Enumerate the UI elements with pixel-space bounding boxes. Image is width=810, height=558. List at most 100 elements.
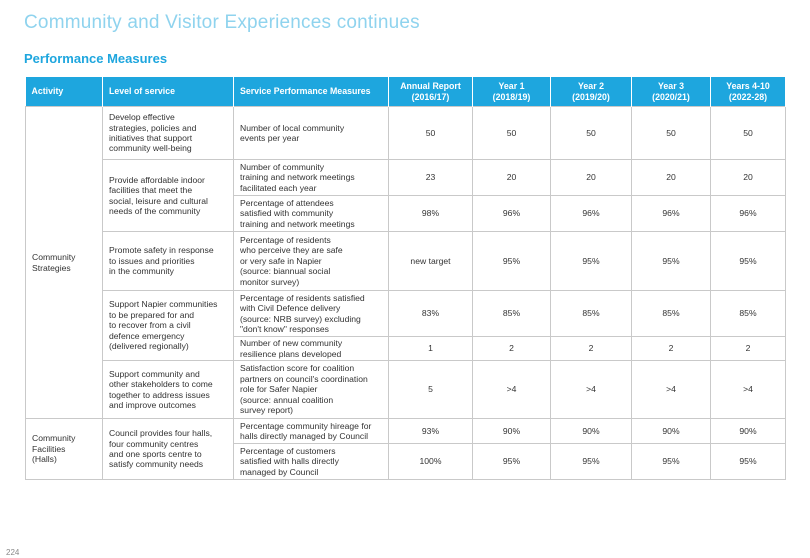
level-of-service-text: Support community and other stakeholders… xyxy=(109,368,213,410)
level-of-service-cell: Provide affordable indoor facilities tha… xyxy=(102,159,234,232)
level-of-service-text: Provide affordable indoor facilities tha… xyxy=(109,174,208,216)
value-cell: 95% xyxy=(472,231,551,291)
value-cell: 93% xyxy=(388,418,473,444)
value-cell: 20 xyxy=(710,159,786,196)
value-cell: new target xyxy=(388,231,473,291)
measure-cell: Percentage of residents satisfied with C… xyxy=(233,290,389,337)
value-cell: 5 xyxy=(388,360,473,419)
measure-text: Number of community training and network… xyxy=(240,161,355,193)
column-header-text: Level of service xyxy=(109,86,176,97)
activity-label: Community Facilities (Halls) xyxy=(32,433,76,465)
level-of-service-cell: Support Napier communities to be prepare… xyxy=(102,290,234,361)
measure-cell: Number of new community resilience plans… xyxy=(233,336,389,361)
value-cell: 20 xyxy=(472,159,551,196)
value-cell: 95% xyxy=(550,231,632,291)
activity-label: Community Strategies xyxy=(32,252,76,273)
value-cell: 50 xyxy=(550,106,632,160)
column-header-text: Activity xyxy=(31,86,64,97)
page-title: Community and Visitor Experiences contin… xyxy=(24,12,420,33)
value-cell: >4 xyxy=(550,360,632,419)
level-of-service-text: Support Napier communities to be prepare… xyxy=(109,299,218,352)
value-cell: 2 xyxy=(472,336,551,361)
value-cell: 90% xyxy=(472,418,551,444)
measure-text: Satisfaction score for coalition partner… xyxy=(240,363,368,416)
measure-text: Number of new community resilience plans… xyxy=(240,338,343,359)
column-header-text: Year 3 (2020/21) xyxy=(652,81,690,102)
level-of-service-text: Promote safety in response to issues and… xyxy=(109,245,214,277)
measure-text: Percentage of customers satisfied with h… xyxy=(240,445,339,477)
value-cell: 95% xyxy=(710,231,786,291)
value-cell: >4 xyxy=(631,360,711,419)
value-cell: 96% xyxy=(710,195,786,232)
measure-cell: Percentage of residents who perceive the… xyxy=(233,231,389,291)
value-cell: 83% xyxy=(388,290,473,337)
level-of-service-cell: Promote safety in response to issues and… xyxy=(102,231,234,291)
table-header-row: Activity Level of service Service Perfor… xyxy=(25,77,786,107)
measure-cell: Number of local community events per yea… xyxy=(233,106,389,160)
measure-cell: Number of community training and network… xyxy=(233,159,389,196)
value-cell: 95% xyxy=(472,443,551,480)
value-cell: 95% xyxy=(710,443,786,480)
column-header: Year 3 (2020/21) xyxy=(631,77,711,107)
level-of-service-cell: Support community and other stakeholders… xyxy=(102,360,234,419)
column-header: Service Performance Measures xyxy=(233,77,389,107)
measure-text: Percentage of attendees satisfied with c… xyxy=(240,197,355,229)
value-cell: 100% xyxy=(388,443,473,480)
value-cell: >4 xyxy=(710,360,786,419)
value-cell: 85% xyxy=(472,290,551,337)
performance-measures-table: Activity Level of service Service Perfor… xyxy=(25,77,786,480)
value-cell: 85% xyxy=(710,290,786,337)
table-row: Support community and other stakeholders… xyxy=(26,360,786,419)
activity-cell: Community Strategies xyxy=(25,106,103,419)
table-row: Community Facilities (Halls) Council pro… xyxy=(25,418,786,480)
value-cell: 95% xyxy=(631,443,711,480)
value-cell: 50 xyxy=(472,106,551,160)
value-cell: 50 xyxy=(631,106,711,160)
value-cell: 50 xyxy=(388,106,473,160)
section-title: Performance Measures xyxy=(24,51,168,66)
table-row: Support Napier communities to be prepare… xyxy=(26,290,786,361)
value-cell: 95% xyxy=(550,443,632,480)
value-cell: 2 xyxy=(550,336,632,361)
value-cell: 96% xyxy=(472,195,551,232)
measure-cell: Percentage community hireage for halls d… xyxy=(233,418,389,444)
value-cell: 90% xyxy=(710,418,786,444)
value-cell: 90% xyxy=(631,418,711,444)
column-header-text: Year 2 (2019/20) xyxy=(572,81,610,102)
value-cell: 23 xyxy=(388,159,473,196)
value-cell: 95% xyxy=(631,231,711,291)
value-cell: 90% xyxy=(550,418,632,444)
value-cell: 85% xyxy=(631,290,711,337)
value-cell: 96% xyxy=(631,195,711,232)
value-cell: 20 xyxy=(631,159,711,196)
table-row: Provide affordable indoor facilities tha… xyxy=(26,159,786,232)
activity-cell: Community Facilities (Halls) xyxy=(25,418,103,480)
table-row: Community Strategies Develop effective s… xyxy=(25,106,786,419)
measure-text: Number of local community events per yea… xyxy=(240,122,345,143)
level-of-service-text: Develop effective strategies, policies a… xyxy=(109,112,197,154)
column-header: Annual Report (2016/17) xyxy=(388,77,473,107)
value-cell: 98% xyxy=(388,195,473,232)
column-header-text: Service Performance Measures xyxy=(240,86,371,97)
column-header-text: Annual Report (2016/17) xyxy=(400,81,461,102)
value-cell: 85% xyxy=(550,290,632,337)
level-of-service-text: Council provides four halls, four commun… xyxy=(109,428,213,470)
level-of-service-cell: Develop effective strategies, policies a… xyxy=(102,106,234,160)
value-cell: >4 xyxy=(472,360,551,419)
value-cell: 96% xyxy=(550,195,632,232)
column-header: Year 2 (2019/20) xyxy=(550,77,632,107)
table-row: Percentage of customers satisfied with h… xyxy=(26,443,786,480)
column-header: Year 1 (2018/19) xyxy=(472,77,551,107)
column-header-text: Years 4-10 (2022-28) xyxy=(726,81,770,102)
value-cell: 20 xyxy=(550,159,632,196)
measure-text: Percentage community hireage for halls d… xyxy=(240,420,372,441)
value-cell: 2 xyxy=(710,336,786,361)
column-header-text: Year 1 (2018/19) xyxy=(492,81,531,102)
measure-cell: Satisfaction score for coalition partner… xyxy=(233,360,389,419)
page-number: 224 xyxy=(6,548,20,557)
measure-text: Percentage of residents who perceive the… xyxy=(240,234,343,287)
level-of-service-cell: Council provides four halls, four commun… xyxy=(102,418,234,480)
value-cell: 50 xyxy=(710,106,786,160)
measure-text: Percentage of residents satisfied with C… xyxy=(240,292,365,334)
table-row: Number of new community resilience plans… xyxy=(26,336,786,361)
